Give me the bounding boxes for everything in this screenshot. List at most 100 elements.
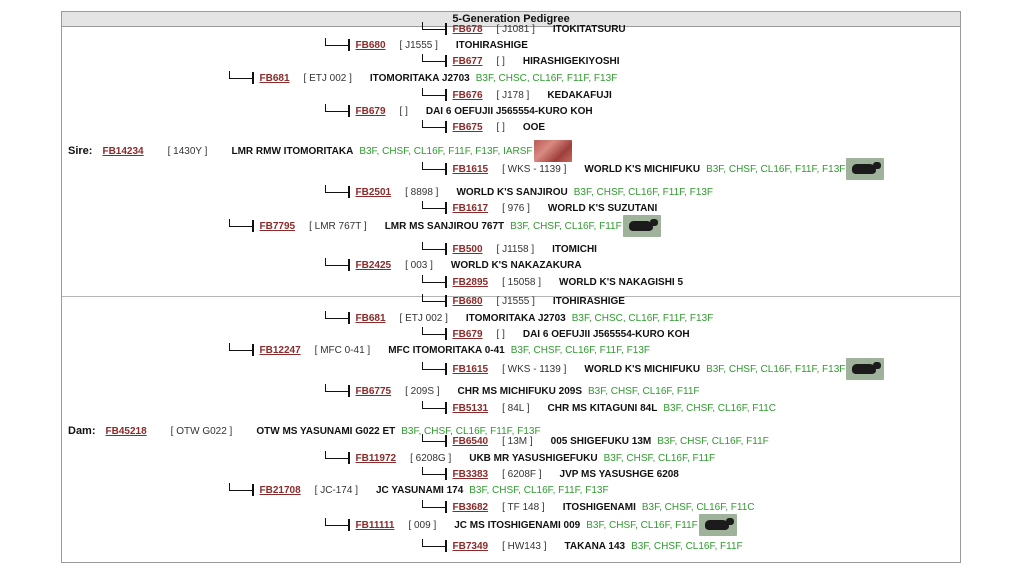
animal-id-link[interactable]: FB12247	[259, 344, 301, 356]
registration-number: [ WKS - 1139 ]	[502, 363, 567, 375]
animal-name: DAI 6 OEFUJII J565554-KURO KOH	[522, 328, 690, 340]
connector-line	[422, 120, 445, 128]
registration-number: [ J1555 ]	[496, 295, 535, 307]
animal-id-link[interactable]: FB676	[452, 89, 483, 101]
animal-id-link[interactable]: FB1615	[452, 363, 489, 375]
animal-id-link[interactable]: FB677	[452, 55, 483, 67]
animal-name: JC YASUNAMI 174	[376, 484, 464, 496]
animal-id-link[interactable]: FB7349	[452, 540, 489, 552]
animal-name: OOE	[522, 121, 546, 133]
connector-line	[422, 294, 445, 302]
animal-id-link[interactable]: FB5131	[452, 402, 489, 414]
connector-tick	[252, 72, 254, 84]
animal-id-link[interactable]: FB679	[452, 328, 483, 340]
connector-tick	[445, 202, 447, 214]
connector-line	[422, 242, 445, 250]
animal-id-link[interactable]: FB21708	[259, 484, 301, 496]
connector-line	[325, 104, 348, 112]
sire-id-link[interactable]: FB14234	[102, 145, 144, 157]
animal-id-link[interactable]: FB678	[452, 23, 483, 35]
animal-name: 005 SHIGEFUKU 13M	[550, 435, 652, 447]
animal-name: MFC ITOMORITAKA 0-41	[388, 344, 505, 356]
animal-id-link[interactable]: FB681	[355, 312, 386, 324]
registration-number: [ 6208F ]	[502, 468, 542, 480]
connector-tick	[348, 39, 350, 51]
connector-tick	[252, 484, 254, 496]
connector-tick	[445, 328, 447, 340]
animal-name: CHR MS MICHIFUKU 209S	[457, 385, 583, 397]
animal-id-link[interactable]: FB3383	[452, 468, 489, 480]
animal-name: ITOMICHI	[552, 243, 597, 255]
animal-id-link[interactable]: FB1615	[452, 163, 489, 175]
pedigree-row: FB500 [ J1158 ] ITOMICHI	[422, 242, 603, 256]
cow-photo-icon[interactable]	[846, 358, 885, 380]
animal-id-link[interactable]: FB1617	[452, 202, 489, 214]
connector-tick	[445, 121, 447, 133]
animal-name: DAI 6 OEFUJII J565554-KURO KOH	[425, 105, 593, 117]
connector-tick	[445, 276, 447, 288]
animal-id-link[interactable]: FB11972	[355, 452, 397, 464]
dam-registration: [ OTW G022 ]	[170, 425, 233, 437]
animal-id-link[interactable]: FB6775	[355, 385, 392, 397]
animal-id-link[interactable]: FB2501	[355, 186, 392, 198]
animal-id-link[interactable]: FB2895	[452, 276, 489, 288]
registration-number: [ HW143 ]	[502, 540, 547, 552]
connector-tick	[445, 23, 447, 35]
animal-name: HIRASHIGEKIYOSHI	[522, 55, 620, 67]
animal-name: ITOHIRASHIGE	[455, 39, 528, 51]
registration-number: [ 84L ]	[502, 402, 530, 414]
registration-number: [ 009 ]	[408, 519, 437, 531]
connector-line	[229, 219, 252, 227]
pedigree-row: FB680[ J1555 ]ITOHIRASHIGE	[325, 38, 534, 52]
registration-number: [ 976 ]	[502, 202, 530, 214]
animal-id-link[interactable]: FB680	[355, 39, 386, 51]
cow-photo-icon[interactable]	[698, 514, 737, 536]
animal-id-link[interactable]: FB6540	[452, 435, 489, 447]
dam-id-link[interactable]: FB45218	[105, 425, 147, 437]
genetic-traits: B3F, CHSF, CL16F, F11F	[657, 435, 769, 447]
animal-id-link[interactable]: FB680	[452, 295, 483, 307]
registration-number: [ 209S ]	[405, 385, 440, 397]
registration-number: [ ]	[496, 121, 505, 133]
cow-photo-icon[interactable]	[622, 215, 661, 237]
connector-tick	[348, 105, 350, 117]
pedigree-title: 5-Generation Pedigree	[62, 12, 960, 27]
connector-line	[325, 185, 348, 193]
connector-tick	[445, 402, 447, 414]
animal-id-link[interactable]: FB675	[452, 121, 483, 133]
dam-label: Dam:	[68, 425, 96, 437]
animal-name: ITOHIRASHIGE	[552, 295, 625, 307]
genetic-traits: B3F, CHSF, CL16F, F11F, F13F	[469, 484, 609, 496]
cow-photo-icon[interactable]	[846, 158, 885, 180]
genetic-traits: B3F, CHSF, CL16F, F11F, F13F	[706, 363, 846, 375]
dam-name: OTW MS YASUNAMI G022 ET	[256, 425, 396, 437]
registration-number: [ 003 ]	[405, 259, 433, 271]
animal-name: WORLD K'S MICHIFUKU	[584, 163, 701, 175]
animal-id-link[interactable]: FB7795	[259, 220, 296, 232]
animal-id-link[interactable]: FB3682	[452, 501, 489, 513]
registration-number: [ J1081 ]	[496, 23, 535, 35]
pedigree-row: FB2895[ 15058 ]WORLD K'S NAKAGISHI 5	[422, 275, 689, 289]
pedigree-row: FB676[ J178 ]KEDAKAFUJI	[422, 88, 618, 102]
registration-number: [ J1158 ]	[496, 243, 535, 255]
connector-tick	[445, 163, 447, 175]
genetic-traits: B3F, CHSF, CL16F, F11F	[588, 385, 700, 397]
animal-name: JC MS ITOSHIGENAMI 009	[454, 519, 581, 531]
meat-photo-icon[interactable]	[533, 140, 572, 162]
registration-number: [ 6208G ]	[410, 452, 452, 464]
registration-number: [ ETJ 002 ]	[303, 72, 352, 84]
connector-line	[422, 275, 445, 283]
animal-id-link[interactable]: FB679	[355, 105, 386, 117]
sire-label: Sire:	[68, 145, 93, 157]
connector-tick	[445, 55, 447, 67]
registration-number: [ 8898 ]	[405, 186, 439, 198]
animal-id-link[interactable]: FB2425	[355, 259, 392, 271]
animal-id-link[interactable]: FB681	[259, 72, 290, 84]
connector-tick	[252, 220, 254, 232]
animal-id-link[interactable]: FB11111	[355, 519, 395, 531]
animal-id-link[interactable]: FB500	[452, 243, 483, 255]
connector-tick	[445, 363, 447, 375]
